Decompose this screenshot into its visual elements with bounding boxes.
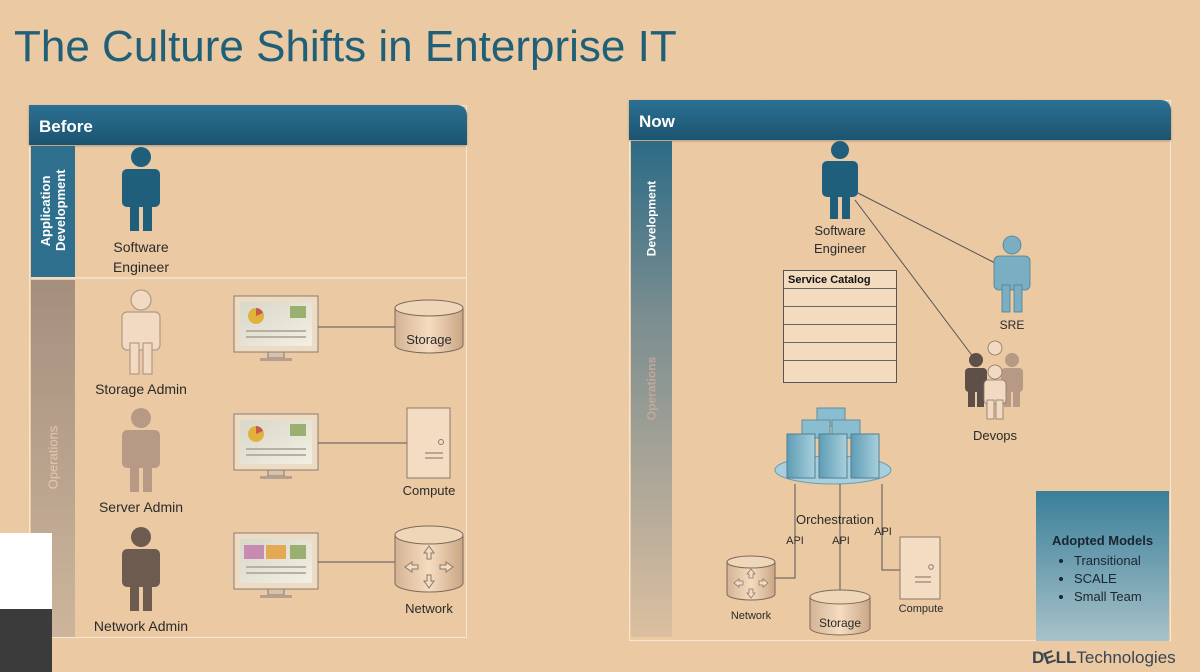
software-engineer-icon [122,147,160,231]
service-catalog-row [784,325,896,343]
storage-admin-label: Storage Admin [95,381,187,397]
monitor-icon-1 [233,295,319,361]
api-label-compute: API [874,526,892,538]
now-compute-label: Compute [898,603,944,615]
now-software-engineer-icon [822,141,858,219]
brand-d: D [1032,648,1045,667]
api-line-network [770,484,796,579]
now-compute-tower-icon [899,536,941,600]
service-catalog-row [784,343,896,361]
service-catalog-title: Service Catalog [784,271,896,289]
storage-cylinder-icon [394,299,464,354]
adopted-models-title: Adopted Models [1051,533,1154,548]
adopted-model-item: Transitional [1074,552,1169,570]
adopted-model-item: Small Team [1074,588,1169,606]
network-admin-label: Network Admin [93,618,189,634]
adopted-model-item: SCALE [1074,570,1169,588]
dark-overlay-block [0,609,52,672]
connector-engineer-devops [854,199,978,363]
monitor-icon-3 [233,532,319,598]
now-header: Now [629,100,1171,140]
orchestration-cluster-icon [774,407,892,485]
connector-engineer-sre [857,192,996,264]
brand-technologies: Technologies [1076,648,1176,667]
now-network-router-icon [726,555,776,601]
before-storage-label: Storage [406,332,452,347]
server-admin-icon [122,408,160,492]
api-label-storage: API [832,535,850,547]
server-admin-label: Server Admin [98,499,184,515]
service-catalog: Service Catalog [783,270,897,383]
api-label-network: API [786,535,804,547]
now-network-label: Network [730,610,772,622]
before-network-label: Network [405,601,453,616]
now-storage-label: Storage [818,616,862,630]
dell-technologies-logo: DELLTechnologies [1032,647,1176,669]
orchestration-label: Orchestration [795,512,875,527]
adopted-models-box: Adopted Models Transitional SCALE Small … [1036,491,1169,641]
now-sidebar [631,141,672,637]
now-software-engineer-label: Software Engineer [790,222,890,258]
network-admin-icon [122,527,160,611]
now-storage-cylinder-icon [809,589,871,636]
before-compute-label: Compute [402,483,456,498]
compute-tower-icon [406,407,451,479]
sre-icon [993,235,1031,313]
brand-ll: LL [1055,648,1077,667]
service-catalog-row [784,361,896,379]
before-software-engineer-text: Software Engineer [112,239,170,275]
api-line-compute [881,484,900,571]
storage-admin-icon [121,289,161,375]
monitor-icon-2 [233,413,319,479]
sre-label: SRE [999,318,1025,332]
ops-label-now: Operations [644,356,659,421]
devops-group-icon [965,340,1023,420]
slide-title: The Culture Shifts in Enterprise IT [14,22,677,71]
dev-label-now: Development [644,180,659,257]
app-dev-sidebar [31,146,75,277]
service-catalog-row [784,289,896,307]
now-software-engineer-text: Software Engineer [813,223,867,256]
before-header: Before [29,105,467,145]
adopted-models-list: Transitional SCALE Small Team [1060,552,1169,606]
service-catalog-row [784,307,896,325]
network-router-icon [394,525,464,593]
before-software-engineer-label: Software Engineer [91,237,191,277]
devops-label: Devops [972,428,1018,443]
white-overlay-block [0,533,52,609]
